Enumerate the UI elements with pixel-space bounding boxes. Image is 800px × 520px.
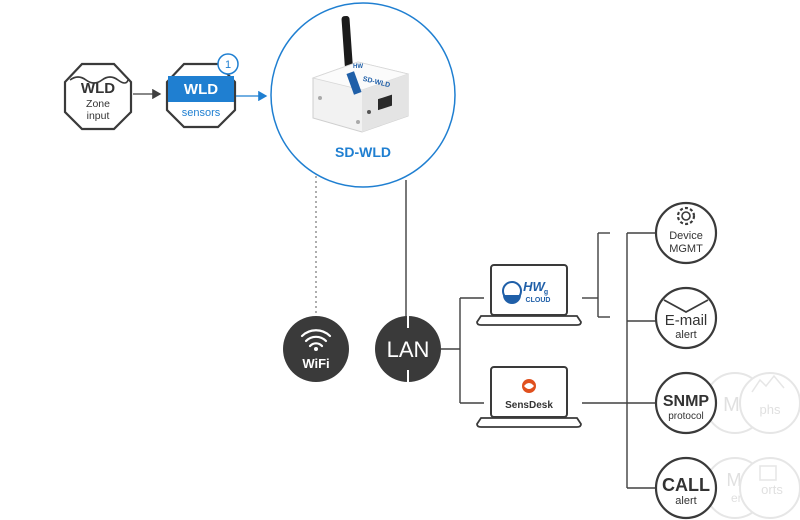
sensdesk-logo-icon (522, 379, 536, 393)
device-mgmt-line1: Device (669, 230, 703, 242)
faded-reports-label: orts (761, 482, 783, 497)
device-mgmt-line2: MGMT (669, 243, 703, 255)
input-line1: Zone (86, 98, 110, 110)
sensors-title: WLD (184, 81, 218, 98)
input-line2: input (87, 110, 110, 122)
call-line2: alert (675, 495, 696, 507)
cloud-output-connectors (582, 232, 610, 318)
cloud-laptop: HW g CLOUD (476, 264, 582, 326)
cloud-brand: HW (523, 279, 546, 294)
sensdesk-laptop: SensDesk (476, 366, 582, 428)
output-trunk (582, 232, 657, 489)
email-alert-node: E-mail alert (654, 286, 718, 350)
faded-graphs-label: phs (760, 402, 781, 417)
snmp-line1: SNMP (663, 393, 710, 410)
sensors-subtitle: sensors (182, 107, 221, 119)
faded-xml-label: ML (723, 394, 751, 416)
lan-node: LAN (375, 316, 441, 382)
wld-zone-input-node: WLD Zone input (63, 62, 133, 131)
envelope-icon (663, 299, 709, 314)
faded-sms-bottom: ert (731, 491, 746, 505)
input-title: WLD (81, 80, 115, 97)
sensors-badge: 1 (225, 59, 231, 71)
sensdesk-brand: SensDesk (505, 400, 553, 411)
call-alert-node: CALL alert (654, 456, 718, 520)
device-case-brand: HW (353, 64, 363, 70)
faded-sms-node: MS ert (704, 457, 766, 519)
faded-outputs: ML phs MS ert orts (704, 372, 800, 519)
wifi-label: WiFi (302, 356, 329, 371)
device-node: HW SD-WLD SD-WLD (270, 2, 456, 188)
lan-label: LAN (387, 337, 430, 362)
device-label: SD-WLD (335, 144, 391, 160)
faded-xml-node: ML (704, 372, 766, 434)
cloud-brand-sub: g (544, 289, 548, 296)
faded-graphs-node: phs (739, 372, 800, 434)
hwg-cloud-logo: HW g CLOUD (502, 279, 551, 304)
snmp-protocol-node: SNMP protocol (654, 371, 718, 435)
reports-icon (759, 465, 777, 481)
email-line2: alert (675, 329, 696, 341)
graphs-icon (751, 374, 785, 393)
faded-reports-node: orts (739, 457, 800, 519)
email-line1: E-mail (665, 312, 708, 329)
snmp-line2: protocol (668, 411, 704, 422)
wifi-node: WiFi (283, 316, 349, 382)
lan-tree-connectors (441, 297, 484, 404)
device-box-image: HW SD-WLD (311, 61, 410, 133)
faded-sms-top: MS (727, 470, 754, 490)
call-line1: CALL (662, 475, 710, 495)
cloud-text: CLOUD (526, 297, 551, 304)
device-mgmt-node: Device MGMT (654, 201, 718, 265)
wld-sensors-node: WLD sensors 1 (165, 53, 239, 129)
wifi-icon (300, 329, 332, 348)
gear-icon (676, 206, 696, 226)
